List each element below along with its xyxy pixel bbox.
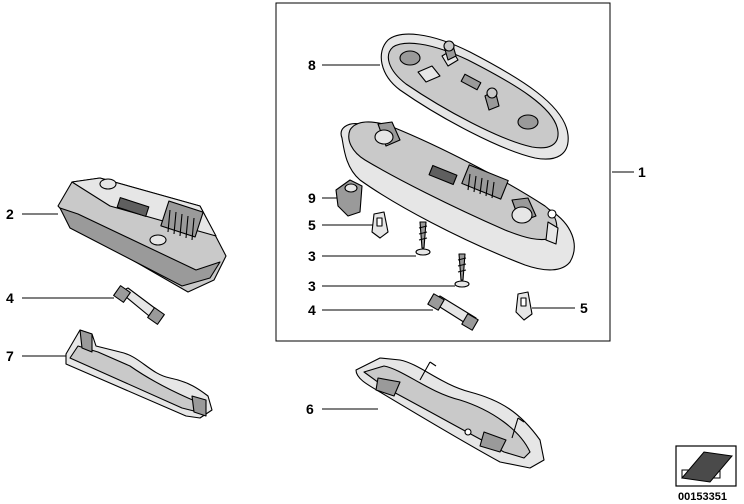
callout-5b: 5: [580, 300, 588, 316]
catalog-symbol-icon: [675, 445, 737, 487]
callout-3a: 3: [308, 248, 316, 264]
callout-9: 9: [308, 190, 316, 206]
callout-7: 7: [6, 348, 14, 364]
callout-5a: 5: [308, 217, 316, 233]
part-2-light-unit: [57, 177, 227, 293]
callout-3b: 3: [308, 278, 316, 294]
part-7-lens-cover: [65, 329, 213, 419]
part-9-clip: [335, 179, 363, 217]
part-3-screw-b: [454, 253, 470, 288]
part-5-clip-b: [515, 291, 533, 321]
part-3-screw-a: [415, 221, 431, 256]
part-4-bulb-a: [113, 285, 165, 325]
callout-8: 8: [308, 57, 316, 73]
callout-6: 6: [306, 401, 314, 417]
callout-2: 2: [6, 206, 14, 222]
callout-4a: 4: [6, 290, 14, 306]
part-6-lens-cover: [355, 357, 545, 469]
callout-1: 1: [638, 164, 646, 180]
callout-4b: 4: [308, 302, 316, 318]
part-1-housing-bottom: [340, 121, 575, 271]
part-5-clip-a: [371, 211, 389, 239]
assembly-frame: [275, 2, 611, 342]
document-number: 00153351: [678, 491, 727, 503]
part-4-bulb-b: [427, 293, 479, 331]
part-8-housing-top: [380, 33, 569, 160]
